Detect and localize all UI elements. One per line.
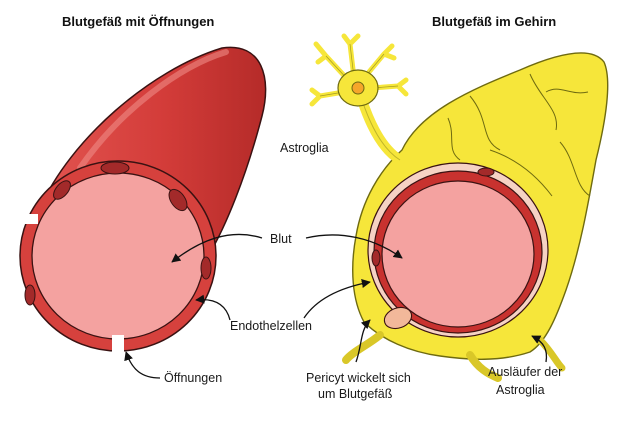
left-vessel-highlight — [77, 49, 229, 171]
label-pericyt-2: um Blutgefäß — [318, 387, 393, 401]
astrocyte-nucleus — [351, 81, 365, 95]
right-endothelial-cell — [477, 167, 495, 177]
arrow-auslaeufer — [531, 335, 548, 363]
left-vessel — [18, 46, 267, 357]
arrow-endothelzellen-right — [303, 279, 371, 319]
arrow-endothelzellen-left — [195, 294, 231, 321]
pericyte — [383, 306, 413, 330]
left-endothelial-cell — [200, 256, 212, 280]
astroglia-texture — [447, 73, 591, 197]
arrow-blut-right — [305, 234, 403, 259]
left-opening-left — [18, 214, 38, 224]
label-blut: Blut — [270, 232, 292, 246]
astrocyte-branches-outline — [319, 43, 399, 97]
label-astroglia: Astroglia — [280, 141, 329, 155]
arrow-pericyt — [355, 319, 371, 363]
label-pericyt-1: Pericyt wickelt sich — [306, 371, 411, 385]
label-endothelzellen: Endothelzellen — [230, 319, 312, 333]
astroglia-endfoot — [536, 336, 566, 372]
astroglia-endfoot — [342, 331, 384, 364]
label-auslaeufer-1: Ausläufer der — [488, 365, 562, 379]
astrocyte-process — [361, 99, 401, 161]
left-endothelial-cell — [53, 180, 71, 200]
arrow-oeffnungen — [124, 351, 161, 379]
left-title: Blutgefäß mit Öffnungen — [62, 14, 214, 29]
left-opening-bottom — [112, 335, 124, 357]
left-endothelial-cell — [100, 161, 130, 175]
left-endothelial-cell — [24, 284, 36, 306]
astroglia-endfoot — [466, 351, 502, 382]
astrocyte — [309, 33, 409, 165]
left-endothelial-cell — [168, 188, 188, 212]
right-endothelial-cell — [371, 249, 381, 267]
astrocyte-process — [357, 95, 405, 165]
label-oeffnungen: Öffnungen — [164, 371, 222, 385]
right-vessel — [342, 52, 609, 382]
right-vessel-lumen — [381, 180, 535, 328]
right-title: Blutgefäß im Gehirn — [432, 14, 556, 29]
label-auslaeufer-2: Astroglia — [496, 383, 545, 397]
arrow-blut-left — [171, 233, 263, 263]
